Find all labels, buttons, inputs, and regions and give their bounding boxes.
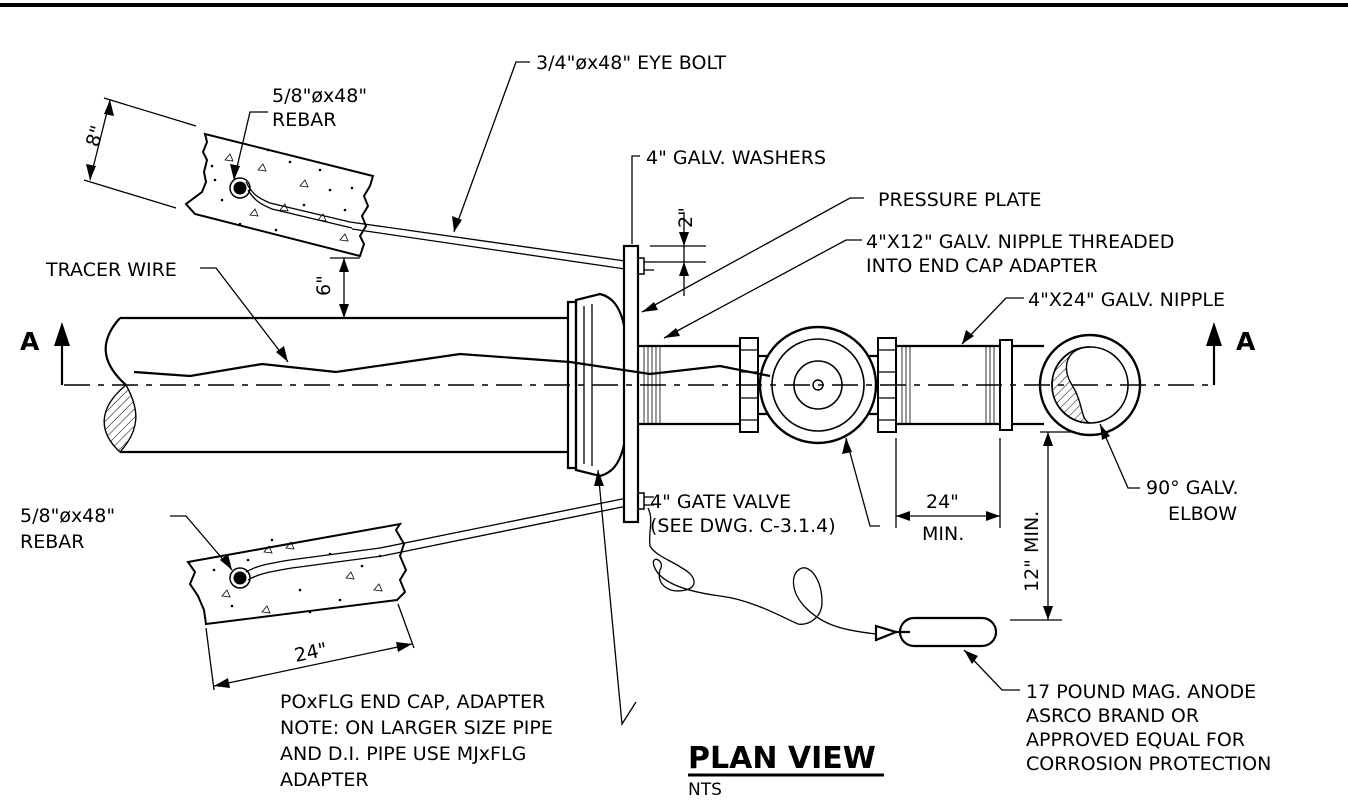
dim-nipple-min-text: 24" (926, 491, 959, 513)
concrete-block-bottom (186, 522, 408, 626)
label-anode-line4: CORROSION PROTECTION (1026, 753, 1271, 775)
label-nipple12-line2: INTO END CAP ADAPTER (866, 255, 1098, 277)
dim-nipple-min: 24" MIN. (895, 438, 1001, 545)
label-rebar-bottom-name: REBAR (20, 531, 84, 553)
label-anode-line3: APPROVED EQUAL FOR (1026, 729, 1245, 751)
dim-bolt-offset: 2" (650, 207, 706, 296)
dim-block-length: 24" (205, 603, 415, 691)
label-rebar-bottom-size: 5/8"øx48" (20, 505, 115, 527)
label-end-cap-line1: POxFLG END CAP, ADAPTER (280, 691, 545, 713)
dim-nipple-min-word: MIN. (922, 523, 964, 545)
section-marker-left: A (20, 322, 70, 385)
dim-block-width: 8" (82, 97, 197, 209)
label-nipple12-line1: 4"X12" GALV. NIPPLE THREADED (866, 231, 1174, 253)
dim-block-width-text: 8" (82, 123, 109, 150)
drawing-scale: NTS (688, 780, 722, 800)
label-galv-washers: 4" GALV. WASHERS (646, 147, 826, 169)
eye-bolt-bottom (379, 492, 654, 557)
mag-anode (874, 616, 998, 648)
section-label-left: A (20, 327, 40, 356)
drawing-title: PLAN VIEW (688, 741, 876, 776)
dim-vertical-min-text: 12" MIN. (1021, 511, 1043, 592)
rebar-bottom-icon (229, 567, 251, 589)
tracer-wire (133, 352, 771, 378)
label-pressure-plate: PRESSURE PLATE (878, 189, 1042, 211)
label-anode-line1: 17 POUND MAG. ANODE (1026, 681, 1256, 703)
eye-bolt-top (349, 221, 654, 275)
dim-bolt-offset-text: 2" (675, 207, 697, 228)
label-gate-valve: 4" GATE VALVE (650, 491, 791, 513)
label-nipple24: 4"X24" GALV. NIPPLE (1028, 289, 1225, 311)
label-rebar-top-size: 5/8"øx48" (272, 85, 367, 107)
label-end-cap-line2: NOTE: ON LARGER SIZE PIPE (280, 717, 553, 739)
dim-pipe-clearance: 6" (313, 257, 360, 318)
dim-pipe-clearance-text: 6" (313, 275, 335, 296)
section-marker-right: A (1206, 322, 1256, 385)
label-end-cap-line4: ADAPTER (280, 769, 369, 791)
label-rebar-top-name: REBAR (272, 109, 336, 131)
label-gate-valve-ref: (SEE DWG. C-3.1.4) (650, 515, 836, 537)
label-tracer-wire: TRACER WIRE (45, 259, 177, 281)
pressure-plate (622, 244, 640, 524)
anode-lead-wire (647, 507, 877, 635)
label-anode-line2: ASRCO BRAND OR (1026, 705, 1199, 727)
label-elbow: 90° GALV. (1146, 477, 1239, 499)
label-end-cap-line3: AND D.I. PIPE USE MJxFLG (280, 743, 526, 765)
section-label-right: A (1236, 327, 1256, 356)
label-elbow-name: ELBOW (1168, 503, 1237, 525)
label-eye-bolt: 3/4"øx48" EYE BOLT (536, 52, 726, 74)
concrete-block-top (184, 132, 375, 258)
dim-vertical-min: 12" MIN. (1010, 431, 1076, 621)
